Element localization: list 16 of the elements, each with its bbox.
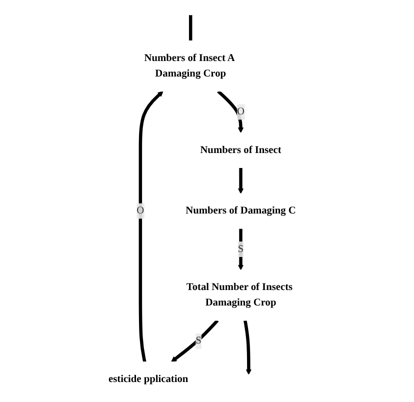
arrow (171, 319, 219, 362)
edge-label: O (136, 205, 144, 216)
edge-label: O (237, 106, 245, 118)
arrow (238, 168, 244, 194)
arrow (138, 91, 164, 362)
node-text: esticide pplication (108, 374, 188, 385)
edge-label: S (196, 335, 202, 346)
arrow (244, 320, 252, 375)
arrow (217, 90, 244, 133)
node-text: Numbers of Insect A Damaging Crop (144, 52, 234, 79)
node-text: Numbers of Insect (200, 144, 282, 156)
connector (188, 14, 192, 41)
node-text: Numbers of Damaging C (186, 205, 296, 216)
edge-label: S (238, 243, 244, 254)
arrow (238, 228, 244, 270)
node-text: Total Number of Insects Damaging Crop (186, 282, 293, 308)
